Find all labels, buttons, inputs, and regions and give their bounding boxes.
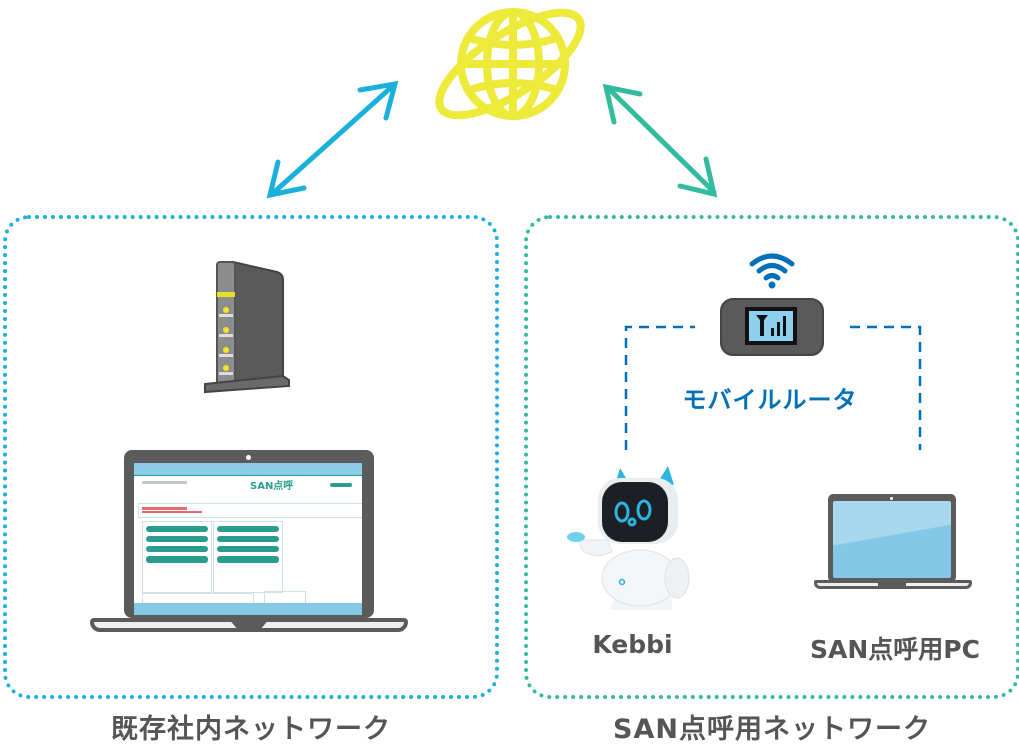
camera-dot (890, 497, 893, 500)
laptop-screen (833, 501, 951, 578)
zone-existing-network (3, 215, 499, 699)
laptop-screen: SAN点呼 (134, 463, 362, 615)
zone-label-existing: 既存社内ネットワーク (111, 714, 391, 745)
san-pc-laptop (812, 494, 974, 592)
office-laptop: SAN点呼 (88, 450, 410, 640)
broadband-router-icon (204, 260, 290, 394)
san-logo: SAN点呼 (250, 481, 294, 492)
kebbi-label: Kebbi (592, 630, 673, 659)
kebbi-robot-icon (567, 466, 690, 610)
zone-san-network (524, 215, 1019, 699)
router-connector-lines (624, 325, 922, 450)
wifi-icon (749, 253, 795, 289)
left-link-arrow (266, 80, 399, 199)
mobile-router-label: モバイルルータ (682, 386, 858, 414)
globe-icon (435, 8, 585, 120)
mobile-router-icon (720, 298, 824, 356)
camera-dot (246, 455, 251, 460)
san-pc-label: SAN点呼用PC (810, 635, 980, 664)
zone-label-san: SAN点呼用ネットワーク (613, 714, 931, 745)
right-link-arrow (602, 83, 718, 198)
